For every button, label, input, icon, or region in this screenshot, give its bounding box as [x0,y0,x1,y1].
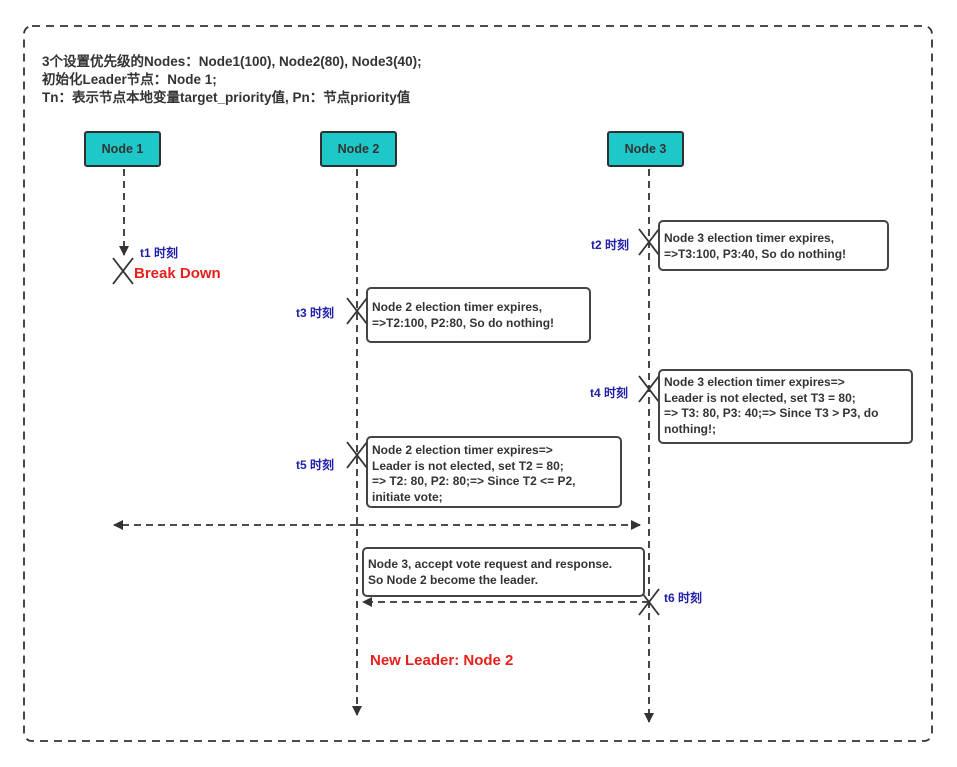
note-node3-t4: Node 3 election timer expires=> Leader i… [658,369,913,444]
time-label-t3: t3 时刻 [296,306,335,320]
note-node2-t3: Node 2 election timer expires, =>T2:100,… [366,287,591,343]
time-label-t6: t6 时刻 [664,591,703,605]
header-line-1: 3个设置优先级的Nodes：Node1(100), Node2(80), Nod… [42,54,422,69]
node-1-box: Node 1 [84,131,161,167]
break-down-label: Break Down [134,265,221,282]
time-label-t1: t1 时刻 [140,246,179,260]
note-node2-t5: Node 2 election timer expires=> Leader i… [366,436,622,508]
x-mark-t3 [346,297,368,325]
node-3-box: Node 3 [607,131,684,167]
header-line-3: Tn：表示节点本地变量target_priority值, Pn：节点priori… [42,90,411,105]
time-label-t4: t4 时刻 [590,386,629,400]
x-mark-t2 [638,228,660,256]
note-node3-vote: Node 3, accept vote request and response… [362,547,645,597]
new-leader-label: New Leader: Node 2 [370,652,514,669]
node-2-box: Node 2 [320,131,397,167]
x-mark-t4 [638,375,660,403]
x-mark-t5 [346,441,368,469]
outer-frame [23,25,933,742]
note-node3-t2: Node 3 election timer expires, =>T3:100,… [658,220,889,271]
x-mark-t1 [112,257,134,285]
header-line-2: 初始化Leader节点：Node 1; [42,72,217,87]
time-label-t2: t2 时刻 [591,238,630,252]
time-label-t5: t5 时刻 [296,458,335,472]
